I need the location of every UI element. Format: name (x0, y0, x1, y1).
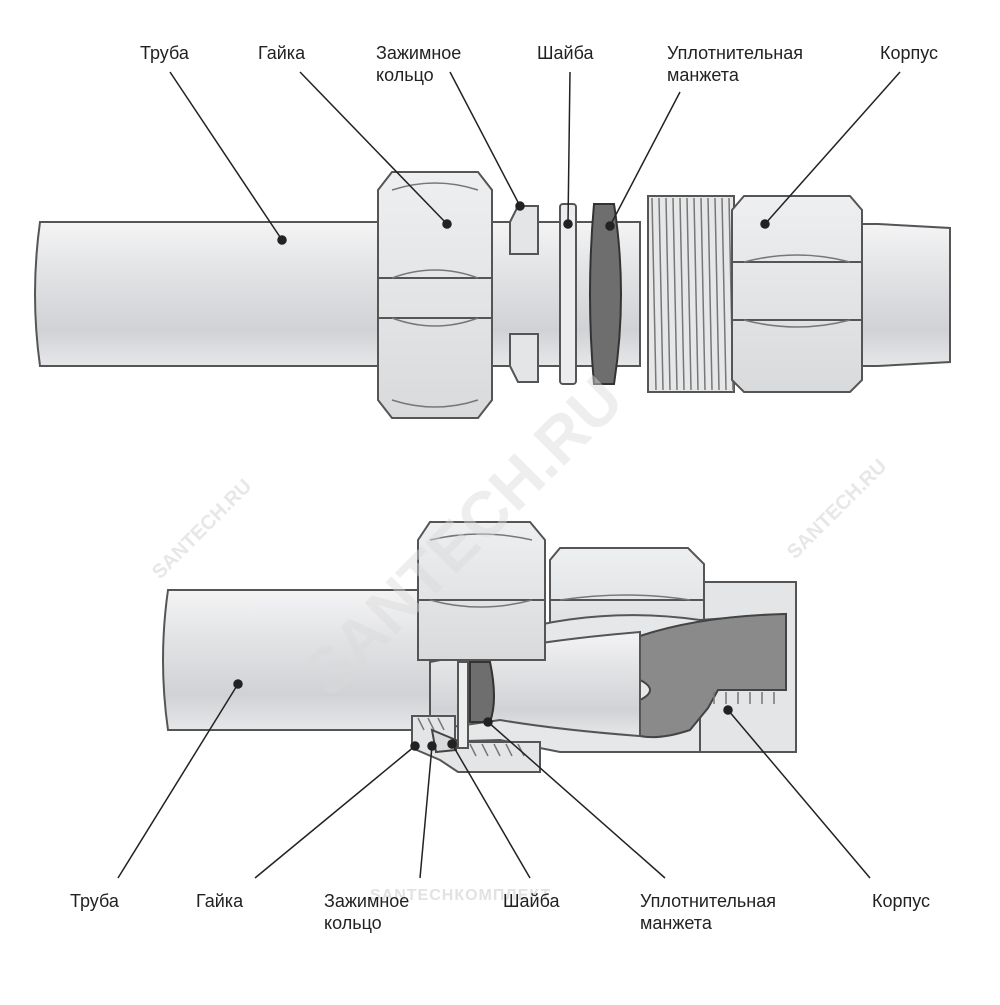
assembled-view (162, 521, 797, 773)
thread-line (651, 197, 657, 391)
label-top-clamping-ring: Зажимное кольцо (376, 42, 461, 86)
leaders-bottom (117, 679, 871, 879)
watermark-small-left: SANTECH.RU (148, 475, 256, 583)
label-bottom-pipe: Труба (70, 891, 119, 911)
pipe-top (34, 221, 396, 367)
label-bottom-clamping-ring-line2: кольцо (324, 913, 382, 933)
label-bottom-nut: Гайка (196, 891, 244, 911)
label-top-body: Корпус (880, 43, 939, 63)
thread-line (665, 197, 671, 391)
washer-bottom (457, 661, 469, 749)
label-bottom-seal-line1: Уплотнительная (640, 891, 776, 911)
watermark-small-right: SANTECH.RU (783, 455, 891, 563)
label-top-seal-line2: манжета (667, 65, 739, 85)
thread-line (721, 197, 727, 391)
washer-top (559, 203, 577, 385)
clamping-ring-top (509, 205, 539, 383)
pipe-bottom (162, 589, 431, 731)
body-hex-top (731, 195, 863, 393)
label-bottom-seal-line2: манжета (640, 913, 712, 933)
thread-line (672, 197, 678, 391)
nut-top (377, 171, 493, 419)
label-top-clamping-ring-line1: Зажимное (376, 43, 462, 63)
seal-top (589, 203, 622, 385)
thread-line (686, 197, 692, 391)
thread-line (679, 197, 685, 391)
leaders-top (169, 71, 901, 245)
body-cutaway-dark (639, 612, 787, 739)
exploded-view (34, 171, 951, 419)
nut-bottom (411, 521, 546, 773)
thread-line (658, 197, 664, 391)
label-top-pipe: Труба (140, 43, 189, 63)
body-thread-top (647, 195, 735, 393)
body-thread-bottom (713, 692, 775, 704)
label-top-clamping-ring-line2: кольцо (376, 65, 434, 85)
thread-line (700, 197, 706, 391)
label-bottom-seal: Уплотнительная манжета (640, 890, 776, 934)
label-bottom-washer: Шайба (503, 891, 560, 911)
label-bottom-body: Корпус (872, 891, 931, 911)
label-top-seal-line1: Уплотнительная (667, 43, 803, 63)
thread-line (707, 197, 713, 391)
body-tail-top (861, 223, 951, 367)
watermark-bottom: SANTECHКОМПЛЕКТ (370, 887, 551, 904)
seal-bottom (469, 661, 495, 723)
thread-line (714, 197, 720, 391)
label-top-nut: Гайка (258, 43, 306, 63)
label-top-seal: Уплотнительная манжета (667, 42, 803, 86)
label-top-washer: Шайба (537, 43, 594, 63)
label-bottom-clamping-ring-line1: Зажимное (324, 891, 410, 911)
thread-line (693, 197, 699, 391)
label-bottom-clamping-ring: Зажимное кольцо (324, 890, 409, 934)
